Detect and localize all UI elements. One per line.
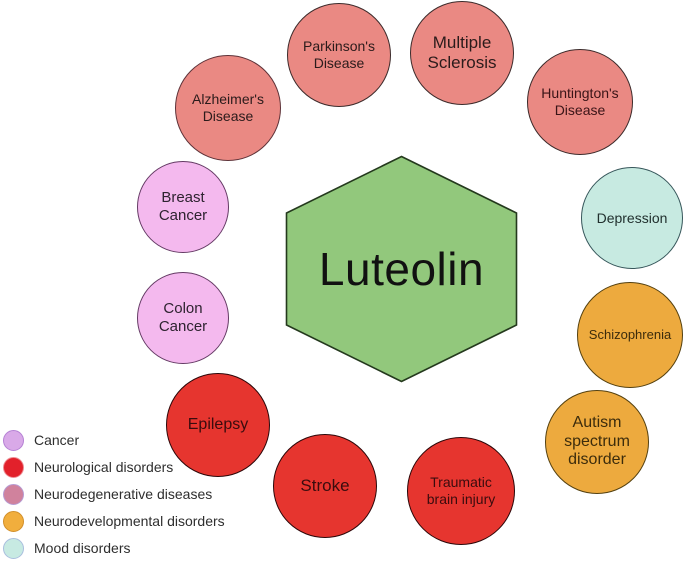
legend-label-neurodegenerative-diseases: Neurodegenerative diseases [34,486,213,502]
disease-node-parkinsons-disease: Parkinson's Disease [287,3,391,107]
disease-node-label: Huntington's Disease [541,85,619,118]
legend-item-neurodevelopmental-disorders: Neurodevelopmental disorders [3,510,225,532]
legend-swatch-cancer [3,429,24,451]
legend-label-neurodevelopmental-disorders: Neurodevelopmental disorders [34,513,225,529]
legend-label-mood-disorders: Mood disorders [34,540,131,556]
legend-swatch-mood-disorders [3,537,24,559]
disease-node-label: Parkinson's Disease [303,38,375,71]
legend-swatch-neurodegenerative-diseases [3,483,24,505]
disease-node-autism-spectrum-disorder: Autism spectrum disorder [545,390,649,494]
disease-node-schizophrenia: Schizophrenia [577,282,683,388]
legend-swatch-neurological-disorders [3,456,24,478]
central-hexagon: Luteolin [285,155,518,383]
hexagon-shape [285,155,518,383]
legend-item-cancer: Cancer [3,429,225,451]
disease-node-label: Depression [596,209,668,226]
disease-node-depression: Depression [581,167,683,269]
legend-label-neurological-disorders: Neurological disorders [34,459,174,475]
disease-node-huntingtons-disease: Huntington's Disease [527,49,633,155]
disease-node-label: Breast Cancer [158,189,208,224]
disease-node-stroke: Stroke [273,434,377,538]
disease-node-label: Schizophrenia [588,327,672,343]
disease-node-alzheimers-disease: Alzheimer's Disease [175,55,281,161]
disease-node-label: Traumatic brain injury [426,474,496,507]
disease-node-label: Stroke [300,475,350,495]
legend-item-neurodegenerative-diseases: Neurodegenerative diseases [3,483,225,505]
legend-swatch-neurodevelopmental-disorders [3,510,24,532]
central-compound-label: Luteolin [318,243,485,295]
disease-node-label: Colon Cancer [158,300,208,335]
disease-node-label: Epilepsy [187,415,249,433]
disease-node-traumatic-brain-injury: Traumatic brain injury [407,437,515,545]
legend-item-neurological-disorders: Neurological disorders [3,456,225,478]
legend-label-cancer: Cancer [34,432,80,448]
disease-node-multiple-sclerosis: Multiple Sclerosis [410,1,514,105]
disease-node-label: Multiple Sclerosis [427,32,497,72]
legend: Cancer Neurological disorders Neurodegen… [3,429,225,559]
disease-node-breast-cancer: Breast Cancer [137,161,229,253]
disease-node-label: Autism spectrum disorder [564,413,630,469]
legend-item-mood-disorders: Mood disorders [3,537,225,559]
disease-node-colon-cancer: Colon Cancer [137,272,229,364]
disease-node-label: Alzheimer's Disease [192,91,264,124]
hexagon-polygon [285,155,518,383]
disease-node-epilepsy: Epilepsy [166,373,270,477]
